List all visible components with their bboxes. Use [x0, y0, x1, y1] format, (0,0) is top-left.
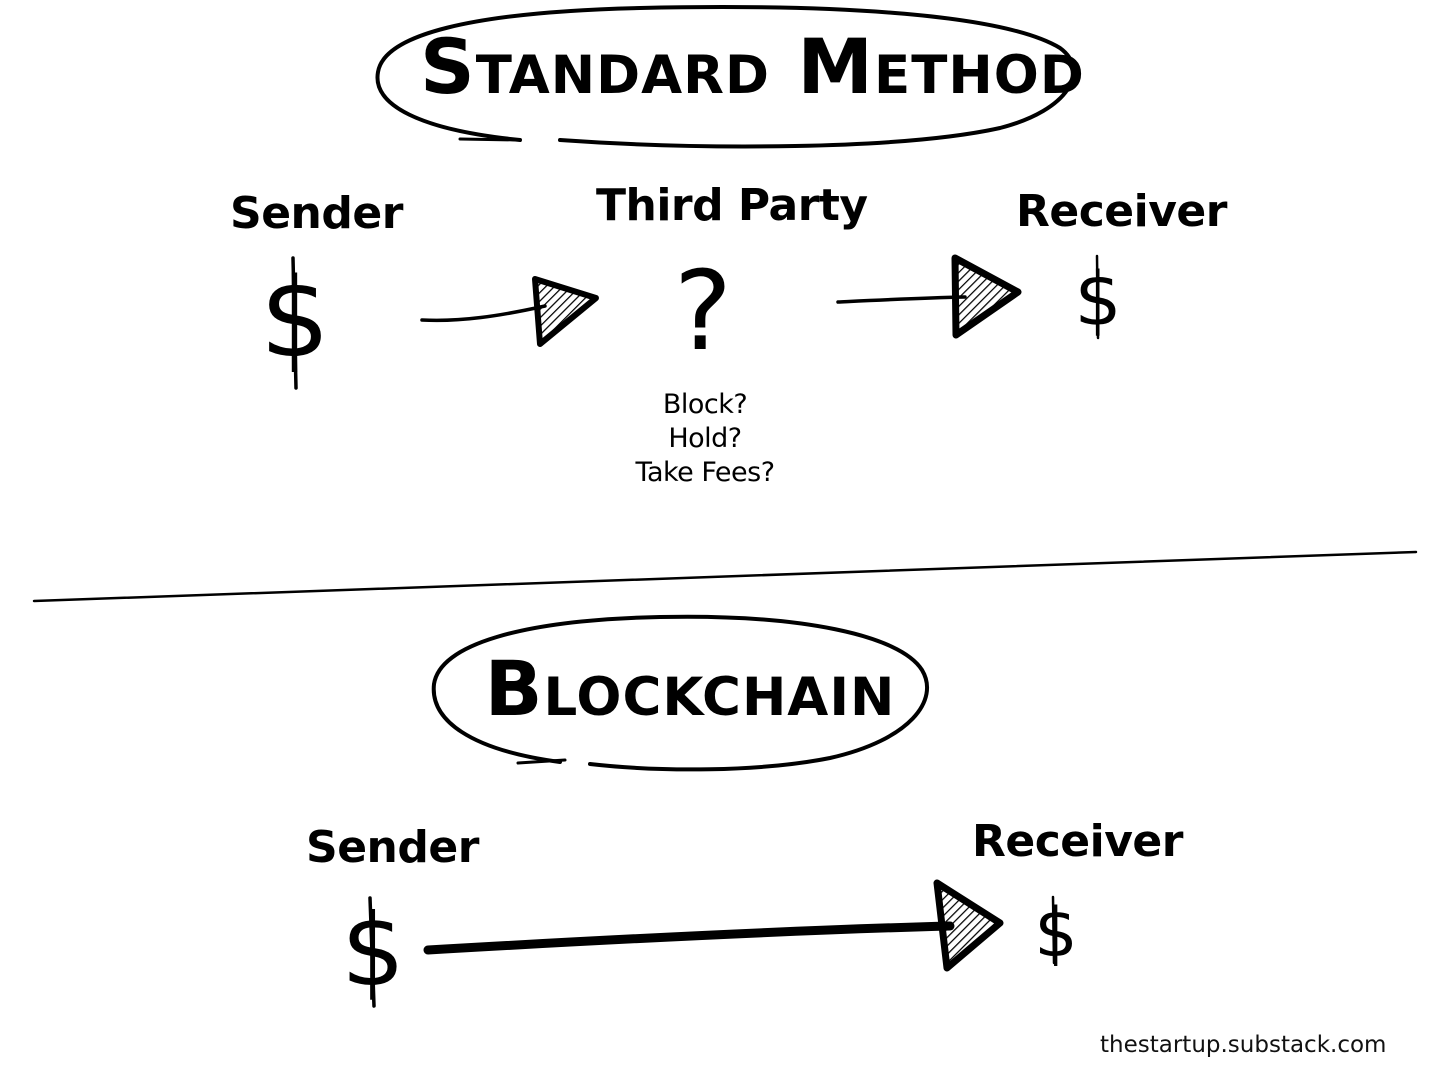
blockchain-title-ellipse: [431, 614, 929, 772]
receiver-label: Receiver: [1016, 186, 1227, 237]
question-block: Block?: [662, 389, 748, 420]
third-party-label: Third Party: [596, 180, 868, 231]
question-hold: Hold?: [668, 423, 742, 454]
receiver-dollar-icon: $: [1074, 257, 1122, 343]
sender-dollar-icon: $: [260, 254, 330, 382]
blockchain-sender-dollar-icon: $: [341, 892, 405, 1009]
arrow-sender-to-third-party: [420, 276, 599, 347]
bc-sender-dollar-stroke: [368, 896, 376, 1008]
sender-dollar-stroke: [291, 256, 298, 390]
third-party-questions: Block? Hold? Take Fees?: [620, 388, 790, 490]
blockchain-sender-label: Sender: [306, 822, 479, 873]
blockchain-receiver-dollar-icon: $: [1034, 894, 1078, 973]
question-take-fees: Take Fees?: [635, 457, 775, 488]
question-mark-icon: ?: [673, 247, 733, 375]
sender-label: Sender: [230, 188, 403, 239]
arrow-third-party-to-receiver: [836, 254, 1022, 339]
section-divider: [32, 550, 1418, 603]
blockchain-receiver-label: Receiver: [972, 816, 1183, 867]
arrow-blockchain-sender-to-receiver: [423, 879, 1004, 972]
footer-credit: thestartup.substack.com: [1100, 1032, 1387, 1058]
standard-method-title-ellipse: [375, 5, 1076, 149]
standard-method-title: Standard Method: [420, 22, 1085, 111]
bc-receiver-dollar-stroke: [1051, 895, 1056, 965]
receiver-dollar-stroke: [1095, 254, 1100, 340]
blockchain-title: Blockchain: [484, 644, 896, 733]
